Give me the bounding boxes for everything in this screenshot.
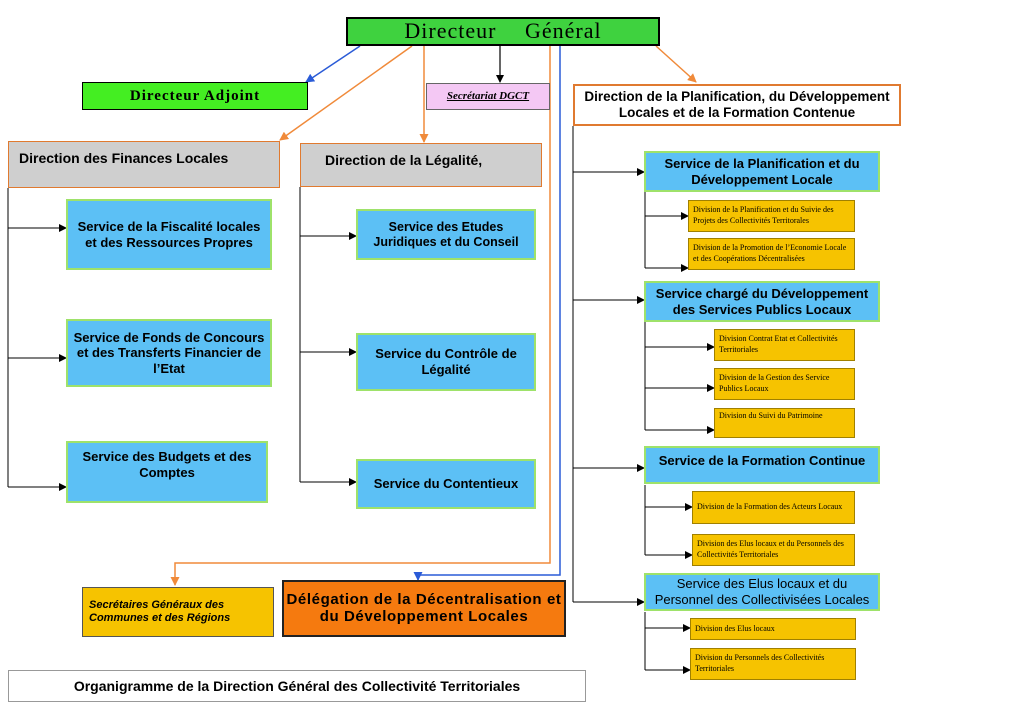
arrow-dg-secretaires <box>170 46 551 586</box>
service-budgets-comptes: Service des Budgets et des Comptes <box>66 441 268 503</box>
secretaires-generaux-box: Secrétaires Généraux des Communes et des… <box>82 587 274 637</box>
directeur-adjoint-box: Directeur Adjoint <box>82 82 308 110</box>
division-planification-suivie: Division de la Planification et du Suivi… <box>688 200 855 232</box>
division-suivi-patrimoine: Division du Suivi du Patrimoine <box>714 408 855 438</box>
secretariat-dgct-box: Secrétariat DGCT <box>426 83 550 110</box>
service-elus-personnel: Service des Elus locaux et du Personnel … <box>644 573 880 611</box>
division-formation-acteurs: Division de la Formation des Acteurs Loc… <box>692 491 855 524</box>
service-formation-continue: Service de la Formation Continue <box>644 446 880 484</box>
arrow-dg-finances <box>279 45 413 141</box>
service-fiscalite: Service de la Fiscalité locales et des R… <box>66 199 272 270</box>
service-controle-legalite: Service du Contrôle de Légalité <box>356 333 536 391</box>
direction-planification: Direction de la Planification, du Dévelo… <box>573 84 901 126</box>
service-etudes-juridiques: Service des Etudes Juridiques et du Cons… <box>356 209 536 260</box>
arrow-dg-planification <box>655 45 697 83</box>
service-planification-developpement: Service de la Planification et du Dévelo… <box>644 151 880 192</box>
division-elus-personnels: Division des Elus locaux et du Personnel… <box>692 534 855 566</box>
division-gestion-service-publics: Division de la Gestion des Service Publi… <box>714 368 855 400</box>
division-elus-locaux: Division des Elus locaux <box>690 618 856 640</box>
direction-finances-locales: Direction des Finances Locales <box>8 141 280 188</box>
division-contrat-etat: Division Contrat Etat et Collectivités T… <box>714 329 855 361</box>
service-developpement-services-publics: Service chargé du Développement des Serv… <box>644 281 880 322</box>
division-personnels-collectivites: Division du Personnels des Collectivités… <box>690 648 856 680</box>
directeur-general-box: Directeur Général <box>346 17 660 46</box>
chart-caption: Organigramme de la Direction Général des… <box>8 670 586 702</box>
service-contentieux: Service du Contentieux <box>356 459 536 509</box>
arrow-dg-delegation <box>413 46 561 581</box>
service-fonds-concours: Service de Fonds de Concours et des Tran… <box>66 319 272 387</box>
direction-legalite: Direction de la Légalité, <box>300 143 542 187</box>
division-promotion-economie: Division de la Promotion de l’Economie L… <box>688 238 855 270</box>
delegation-decentralisation-box: Délégation de la Décentralisation et du … <box>282 580 566 637</box>
arrow-dg-adjoint <box>305 45 361 83</box>
